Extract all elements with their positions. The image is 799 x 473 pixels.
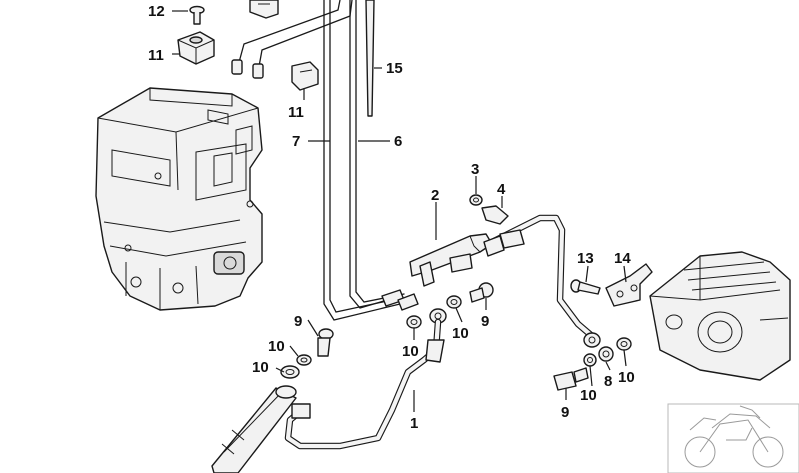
sensor-bracket-14 xyxy=(605,263,653,307)
callout-7: 7 xyxy=(292,133,300,150)
banjo-bolt-9-caliper xyxy=(553,367,589,391)
brake-pipe-6 xyxy=(257,0,405,309)
callout-13: 13 xyxy=(577,250,594,267)
sealing-washer-10-upper xyxy=(446,295,462,309)
callout-11-clip: 11 xyxy=(288,104,304,121)
callout-9-left: 9 xyxy=(294,313,302,330)
abs-pressure-modulator xyxy=(95,87,263,311)
brake-pipe-7 xyxy=(237,0,401,321)
callout-12: 12 xyxy=(148,3,165,20)
banjo-bolt-9-upper xyxy=(469,282,494,303)
callout-11-mount: 11 xyxy=(148,47,164,64)
callout-4: 4 xyxy=(497,181,506,198)
callout-1: 1 xyxy=(410,415,418,432)
callout-2: 2 xyxy=(431,187,439,204)
callout-10-caliper-b: 10 xyxy=(618,369,635,386)
motorcycle-thumbnail xyxy=(667,403,799,473)
pipe-clip-11 xyxy=(291,61,319,91)
brake-hose-upper xyxy=(483,214,596,340)
bolt-13 xyxy=(570,279,601,295)
leader-lines xyxy=(172,10,627,412)
callout-10-upper: 10 xyxy=(452,325,469,342)
sealing-washer-10-caliper-a xyxy=(583,353,597,367)
bolt-4 xyxy=(481,205,509,225)
callout-14: 14 xyxy=(614,250,631,267)
callout-9-caliper: 9 xyxy=(561,404,569,421)
callout-10-left-b: 10 xyxy=(252,359,269,376)
brake-hose-1 xyxy=(284,318,445,450)
sealing-washer-10-left-a xyxy=(296,354,312,366)
banjo-ring-8 xyxy=(598,346,614,362)
callout-labels: 12 11 11 15 7 6 3 4 2 13 14 9 10 10 10 1… xyxy=(148,3,635,432)
sealing-washer-10-left-b xyxy=(280,365,300,379)
pipe-end-fittings xyxy=(231,59,419,311)
callout-8: 8 xyxy=(604,373,612,390)
callout-6: 6 xyxy=(394,133,402,150)
handlebar-master-cylinder xyxy=(211,385,297,473)
brake-caliper xyxy=(649,251,791,381)
bracket-2 xyxy=(409,233,493,287)
banjo-fitting-caliper xyxy=(583,332,601,348)
callout-3: 3 xyxy=(471,161,479,178)
banjo-bolt-9-left xyxy=(317,328,334,357)
callout-15: 15 xyxy=(386,60,403,77)
pipe-clip-top xyxy=(249,0,279,19)
callout-10-mid: 10 xyxy=(402,343,419,360)
screw-12 xyxy=(189,5,205,25)
sealing-washer-10-caliper-b xyxy=(616,337,632,351)
callout-9-upper: 9 xyxy=(481,313,489,330)
sealing-washer-10-mid xyxy=(406,315,422,329)
strut-15 xyxy=(365,0,375,117)
callout-10-left-a: 10 xyxy=(268,338,285,355)
washer-3 xyxy=(469,194,483,206)
rubber-mount xyxy=(177,31,215,65)
callout-10-caliper-a: 10 xyxy=(580,387,597,404)
